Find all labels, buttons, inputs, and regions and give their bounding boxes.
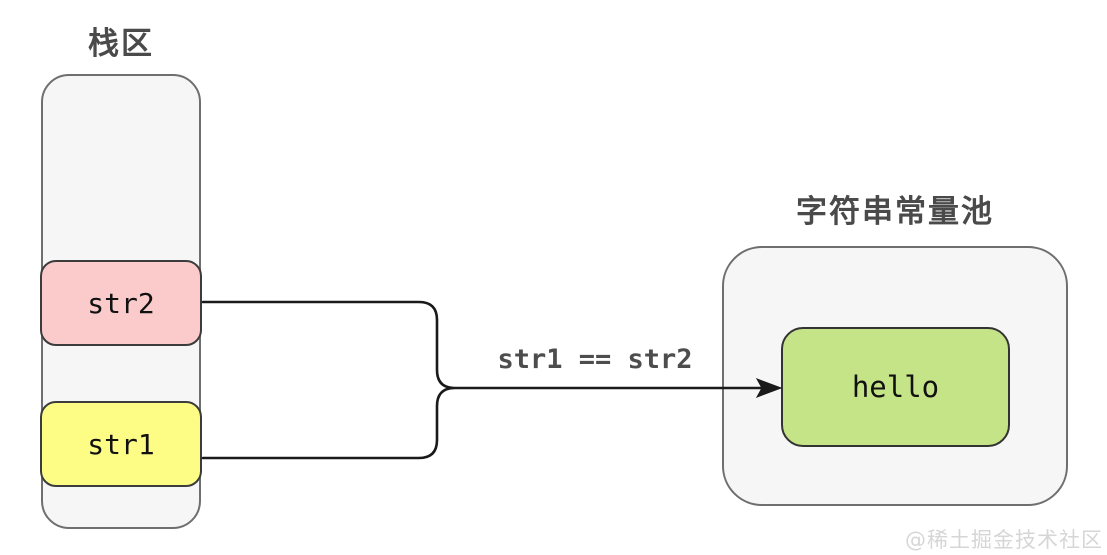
watermark: @稀土掘金技术社区 — [905, 528, 1103, 552]
stack-variable-str2: str2 — [40, 260, 202, 346]
str2-pointer-line — [201, 300, 455, 390]
stack-region-title: 栈区 — [88, 26, 154, 62]
str1-pointer-line — [201, 386, 455, 460]
pool-string-literal: hello — [781, 327, 1010, 447]
stack-variable-str1: str1 — [40, 401, 202, 487]
string-pool-title: 字符串常量池 — [796, 194, 994, 230]
comparison-expression-label: str1 == str2 — [497, 344, 693, 375]
